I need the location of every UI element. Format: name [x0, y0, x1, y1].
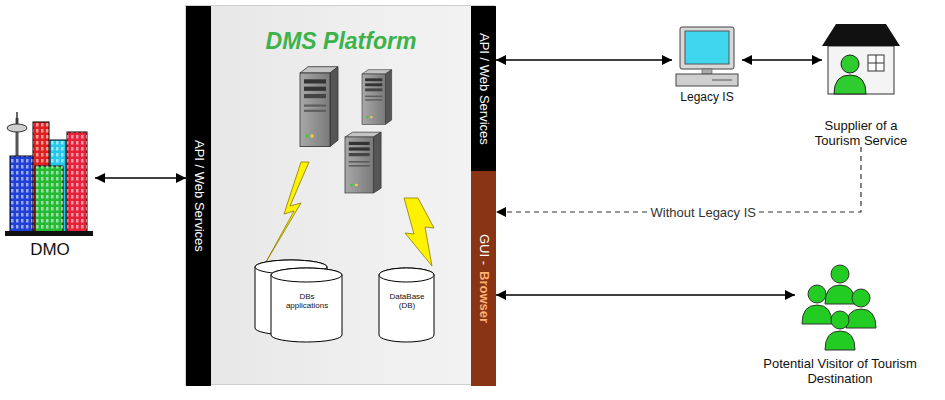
- node-text: DBs applications: [284, 292, 330, 310]
- node-text: API / Web Services: [191, 140, 206, 252]
- node-text: DMS Platform: [211, 28, 471, 54]
- platform-box: DMS PlatformAPI / Web ServicesAPI / Web …: [185, 5, 495, 385]
- server-tower: [362, 70, 392, 125]
- lightning-bolt: [266, 162, 309, 262]
- city-icon: [5, 110, 95, 238]
- node-text: Browser: [476, 271, 491, 323]
- node-text: API / Web Services: [476, 33, 491, 145]
- band-text-wrap: API / Web Services: [186, 6, 211, 386]
- connector-arrow: [95, 177, 186, 179]
- computer-icon: [672, 25, 742, 89]
- connector-arrow: [496, 59, 672, 61]
- connector-arrow: [496, 147, 861, 212]
- connector-arrow: [742, 59, 822, 61]
- database-cylinder: DBs applications: [271, 268, 343, 343]
- node-text: Legacy IS: [662, 91, 752, 105]
- connector-arrow: [496, 294, 795, 296]
- node-text: Supplier of a Tourism Service: [805, 118, 917, 148]
- legacy-system-node: Legacy IS: [672, 25, 742, 110]
- server-tower: [345, 132, 381, 193]
- house-icon: [822, 22, 900, 96]
- lightning-bolt: [404, 198, 434, 266]
- node-text: Potential Visitor of Tourism Destination: [735, 356, 945, 386]
- server-tower: [300, 67, 338, 147]
- api-band: API / Web Services: [471, 6, 496, 171]
- node-text: DMO: [5, 240, 95, 260]
- api-band: API / Web Services: [186, 6, 211, 386]
- gui-band: GUI - Browser: [471, 171, 496, 386]
- node-text: DataBase (DB): [385, 292, 429, 310]
- visitor-node: Potential Visitor of Tourism Destination: [795, 262, 885, 352]
- edge-label: Without Legacy IS: [648, 205, 760, 220]
- node-text: GUI -: [476, 234, 491, 265]
- band-text-wrap: API / Web Services: [471, 6, 496, 171]
- band-text-wrap: GUI - Browser: [471, 171, 496, 386]
- organisation-node: DMO: [5, 110, 95, 260]
- people-icon: [795, 262, 885, 352]
- supplier-node: Supplier of a Tourism Service: [822, 22, 900, 147]
- database-cylinder: DataBase (DB): [379, 268, 435, 343]
